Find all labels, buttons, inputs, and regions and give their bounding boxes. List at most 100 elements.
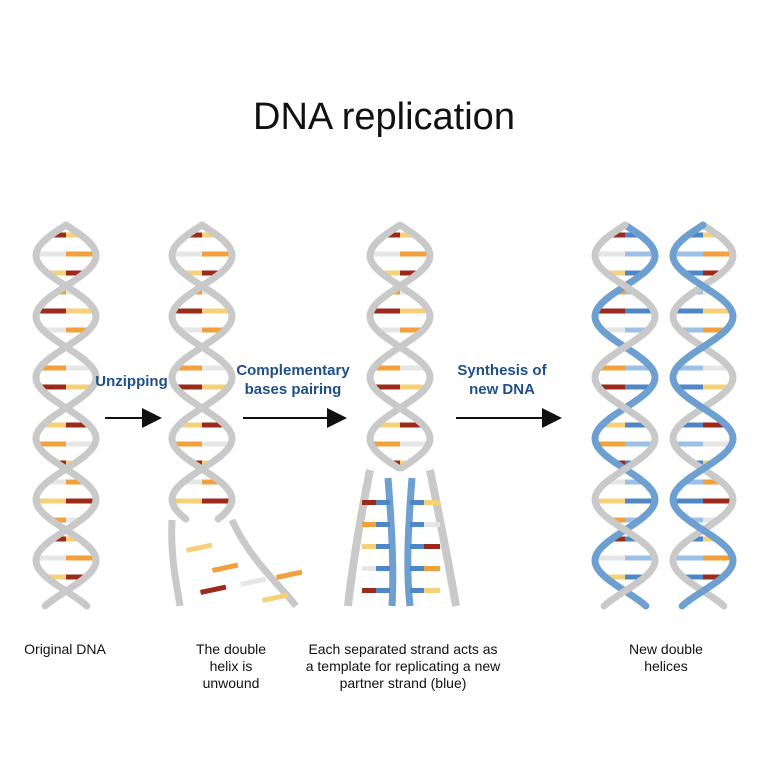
base-pair: [625, 327, 649, 333]
new-dna-strand: [404, 477, 416, 607]
base-pair: [175, 384, 202, 390]
dna-strand: [32, 221, 100, 610]
base-pair: [66, 327, 90, 333]
free-nucleotide: [239, 576, 267, 587]
original-dna-helix: [32, 221, 100, 610]
dna-strand: [591, 221, 659, 610]
base-pair: [676, 365, 703, 371]
base-pair: [66, 441, 95, 447]
base-pair: [66, 498, 96, 504]
base-pair: [172, 251, 202, 257]
base-pair: [66, 555, 96, 561]
base-pair: [400, 251, 430, 257]
base-pair: [625, 479, 644, 485]
dna-strand: [168, 221, 236, 523]
base-pair: [173, 308, 202, 314]
base-pair: [605, 574, 625, 580]
base-pair: [595, 498, 625, 504]
base-pair: [601, 327, 625, 333]
base-pair: [703, 555, 733, 561]
base-pair: [371, 441, 400, 447]
base-pair: [410, 566, 424, 571]
base-pair: [596, 441, 625, 447]
base-pair: [688, 232, 703, 238]
base-pair: [688, 517, 703, 523]
base-pair: [37, 308, 66, 314]
base-pair: [410, 544, 424, 549]
step-unzipping-label: Unzipping: [95, 373, 168, 390]
base-pair: [684, 270, 703, 276]
base-pair: [625, 251, 655, 257]
base-pair: [66, 536, 80, 542]
base-pair: [376, 522, 390, 527]
free-nucleotide: [261, 592, 289, 603]
free-nucleotide: [200, 584, 227, 595]
base-pair: [202, 327, 226, 333]
base-pair: [606, 479, 625, 485]
base-pair: [703, 327, 727, 333]
base-pair: [373, 365, 400, 371]
base-pair: [202, 498, 232, 504]
base-pair: [703, 479, 722, 485]
base-pair: [66, 422, 90, 428]
base-pair: [625, 574, 645, 580]
base-pair: [400, 232, 415, 238]
base-pair: [66, 270, 85, 276]
base-pair: [703, 517, 718, 523]
dna-strand: [168, 519, 184, 607]
base-pair: [202, 232, 217, 238]
base-pair: [187, 232, 202, 238]
new-dna-strand: [384, 477, 397, 607]
base-pair: [400, 441, 429, 447]
base-pair: [202, 251, 232, 257]
base-pair: [674, 441, 703, 447]
base-pair: [385, 232, 400, 238]
dna-strand: [344, 469, 374, 607]
base-pair: [173, 441, 202, 447]
base-pair: [202, 441, 231, 447]
dna-strand: [366, 221, 434, 472]
base-pair: [362, 566, 376, 571]
base-pair: [373, 384, 400, 390]
base-pair: [606, 270, 625, 276]
base-pair: [400, 308, 429, 314]
base-pair: [410, 588, 424, 593]
step-complementary-pairing-label: Complementary bases pairing: [236, 362, 350, 398]
base-pair: [424, 522, 440, 527]
base-pair: [39, 384, 66, 390]
dna-strand: [228, 518, 299, 609]
base-pair: [625, 536, 639, 542]
base-pair: [611, 536, 625, 542]
base-pair: [625, 308, 654, 314]
base-pair: [400, 422, 424, 428]
base-pair: [376, 500, 390, 505]
base-pair: [679, 422, 703, 428]
base-pair: [625, 517, 640, 523]
base-pair: [673, 555, 703, 561]
base-pair: [673, 251, 703, 257]
base-pair: [400, 270, 419, 276]
base-pair: [202, 270, 221, 276]
base-pair: [703, 308, 732, 314]
base-pair: [625, 232, 640, 238]
base-pair: [703, 498, 733, 504]
base-pair: [370, 251, 400, 257]
base-pair: [679, 327, 703, 333]
base-pair: [683, 574, 703, 580]
base-pair: [674, 308, 703, 314]
template-replication-helix: [344, 221, 460, 607]
base-pair: [46, 574, 66, 580]
base-pair: [183, 270, 202, 276]
base-pair: [47, 270, 66, 276]
base-pair: [703, 384, 730, 390]
base-pair: [202, 479, 221, 485]
caption-original-dna: Original DNA: [24, 641, 106, 657]
dna-strand: [32, 221, 100, 610]
base-pair: [66, 365, 93, 371]
free-nucleotide: [276, 569, 303, 580]
base-pair: [376, 422, 400, 428]
base-pair: [410, 500, 424, 505]
base-pair: [381, 270, 400, 276]
base-pair: [684, 479, 703, 485]
base-pair: [37, 441, 66, 447]
